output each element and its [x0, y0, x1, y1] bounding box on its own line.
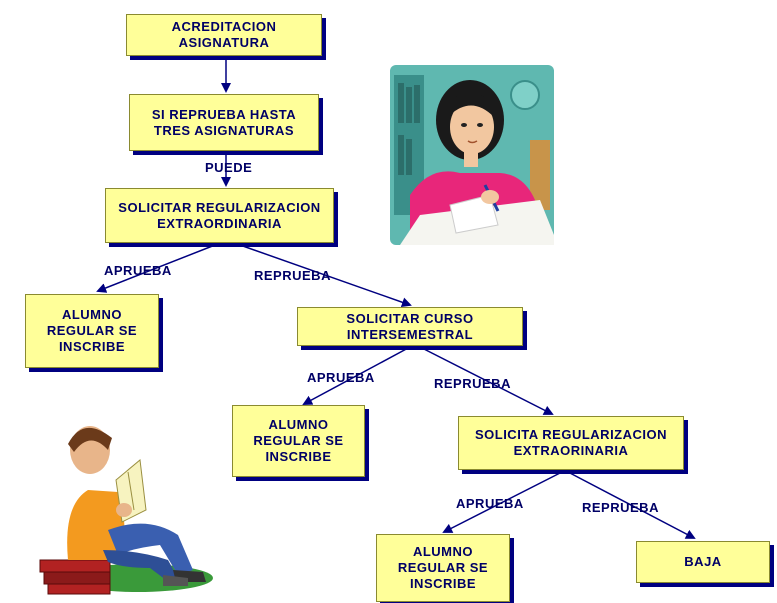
box-alumno-regular-2-text: ALUMNO REGULAR SE INSCRIBE	[253, 417, 344, 464]
arrow-aprueba-1	[96, 244, 216, 293]
label-reprueba-2: REPRUEBA	[434, 376, 511, 391]
arrow-reprueba-2	[419, 346, 554, 415]
box-solicitar-curso-text: SOLICITAR CURSO INTERSEMESTRAL	[346, 310, 474, 342]
arrow-reprueba-1	[239, 244, 412, 308]
box-solicitar-regularizacion: SOLICITAR REGULARIZACION EXTRAORDINARIA	[105, 188, 334, 243]
box-solicitar-reg-text: SOLICITAR REGULARIZACION EXTRAORDINARIA	[118, 199, 321, 231]
box-solicitar-curso-intersemestral: SOLICITAR CURSO INTERSEMESTRAL	[297, 307, 523, 346]
arrow-aprueba-2	[302, 346, 411, 405]
box-alumno-regular-1-text: ALUMNO REGULAR SE INSCRIBE	[46, 307, 138, 354]
box-alumno-regular-1: ALUMNO REGULAR SE INSCRIBE	[25, 294, 159, 368]
box-alumno-regular-3-text: ALUMNO REGULAR SE INSCRIBE	[397, 544, 489, 591]
label-puede: PUEDE	[205, 160, 253, 175]
arrow-reprueba-3	[567, 471, 696, 539]
box-reprueba-tres-text: SI REPRUEBA HASTA TRES ASIGNATURAS	[151, 106, 297, 138]
label-aprueba-1: APRUEBA	[104, 263, 172, 278]
box-baja: BAJA	[636, 541, 770, 583]
label-aprueba-3: APRUEBA	[456, 496, 524, 511]
label-reprueba-3: REPRUEBA	[582, 500, 659, 515]
box-acreditacion-text: ACREDITACION ASIGNATURA	[171, 19, 277, 50]
box-alumno-regular-3: ALUMNO REGULAR SE INSCRIBE	[376, 534, 510, 602]
box-acreditacion-asignatura: ACREDITACION ASIGNATURA	[126, 14, 322, 56]
label-reprueba-1: REPRUEBA	[254, 268, 331, 283]
girl-studying-illustration	[390, 65, 554, 245]
boy-reading-illustration	[39, 426, 213, 595]
box-solicita-regularizacion: SOLICITA REGULARIZACION EXTRAORINARIA	[458, 416, 684, 470]
box-reprueba-tres-asignaturas: SI REPRUEBA HASTA TRES ASIGNATURAS	[129, 94, 319, 151]
box-baja-text: BAJA	[684, 554, 722, 569]
box-solicita-reg-text: SOLICITA REGULARIZACION EXTRAORINARIA	[474, 427, 668, 458]
arrow-aprueba-3	[442, 471, 563, 533]
box-alumno-regular-2: ALUMNO REGULAR SE INSCRIBE	[232, 405, 365, 477]
label-aprueba-2: APRUEBA	[307, 370, 375, 385]
